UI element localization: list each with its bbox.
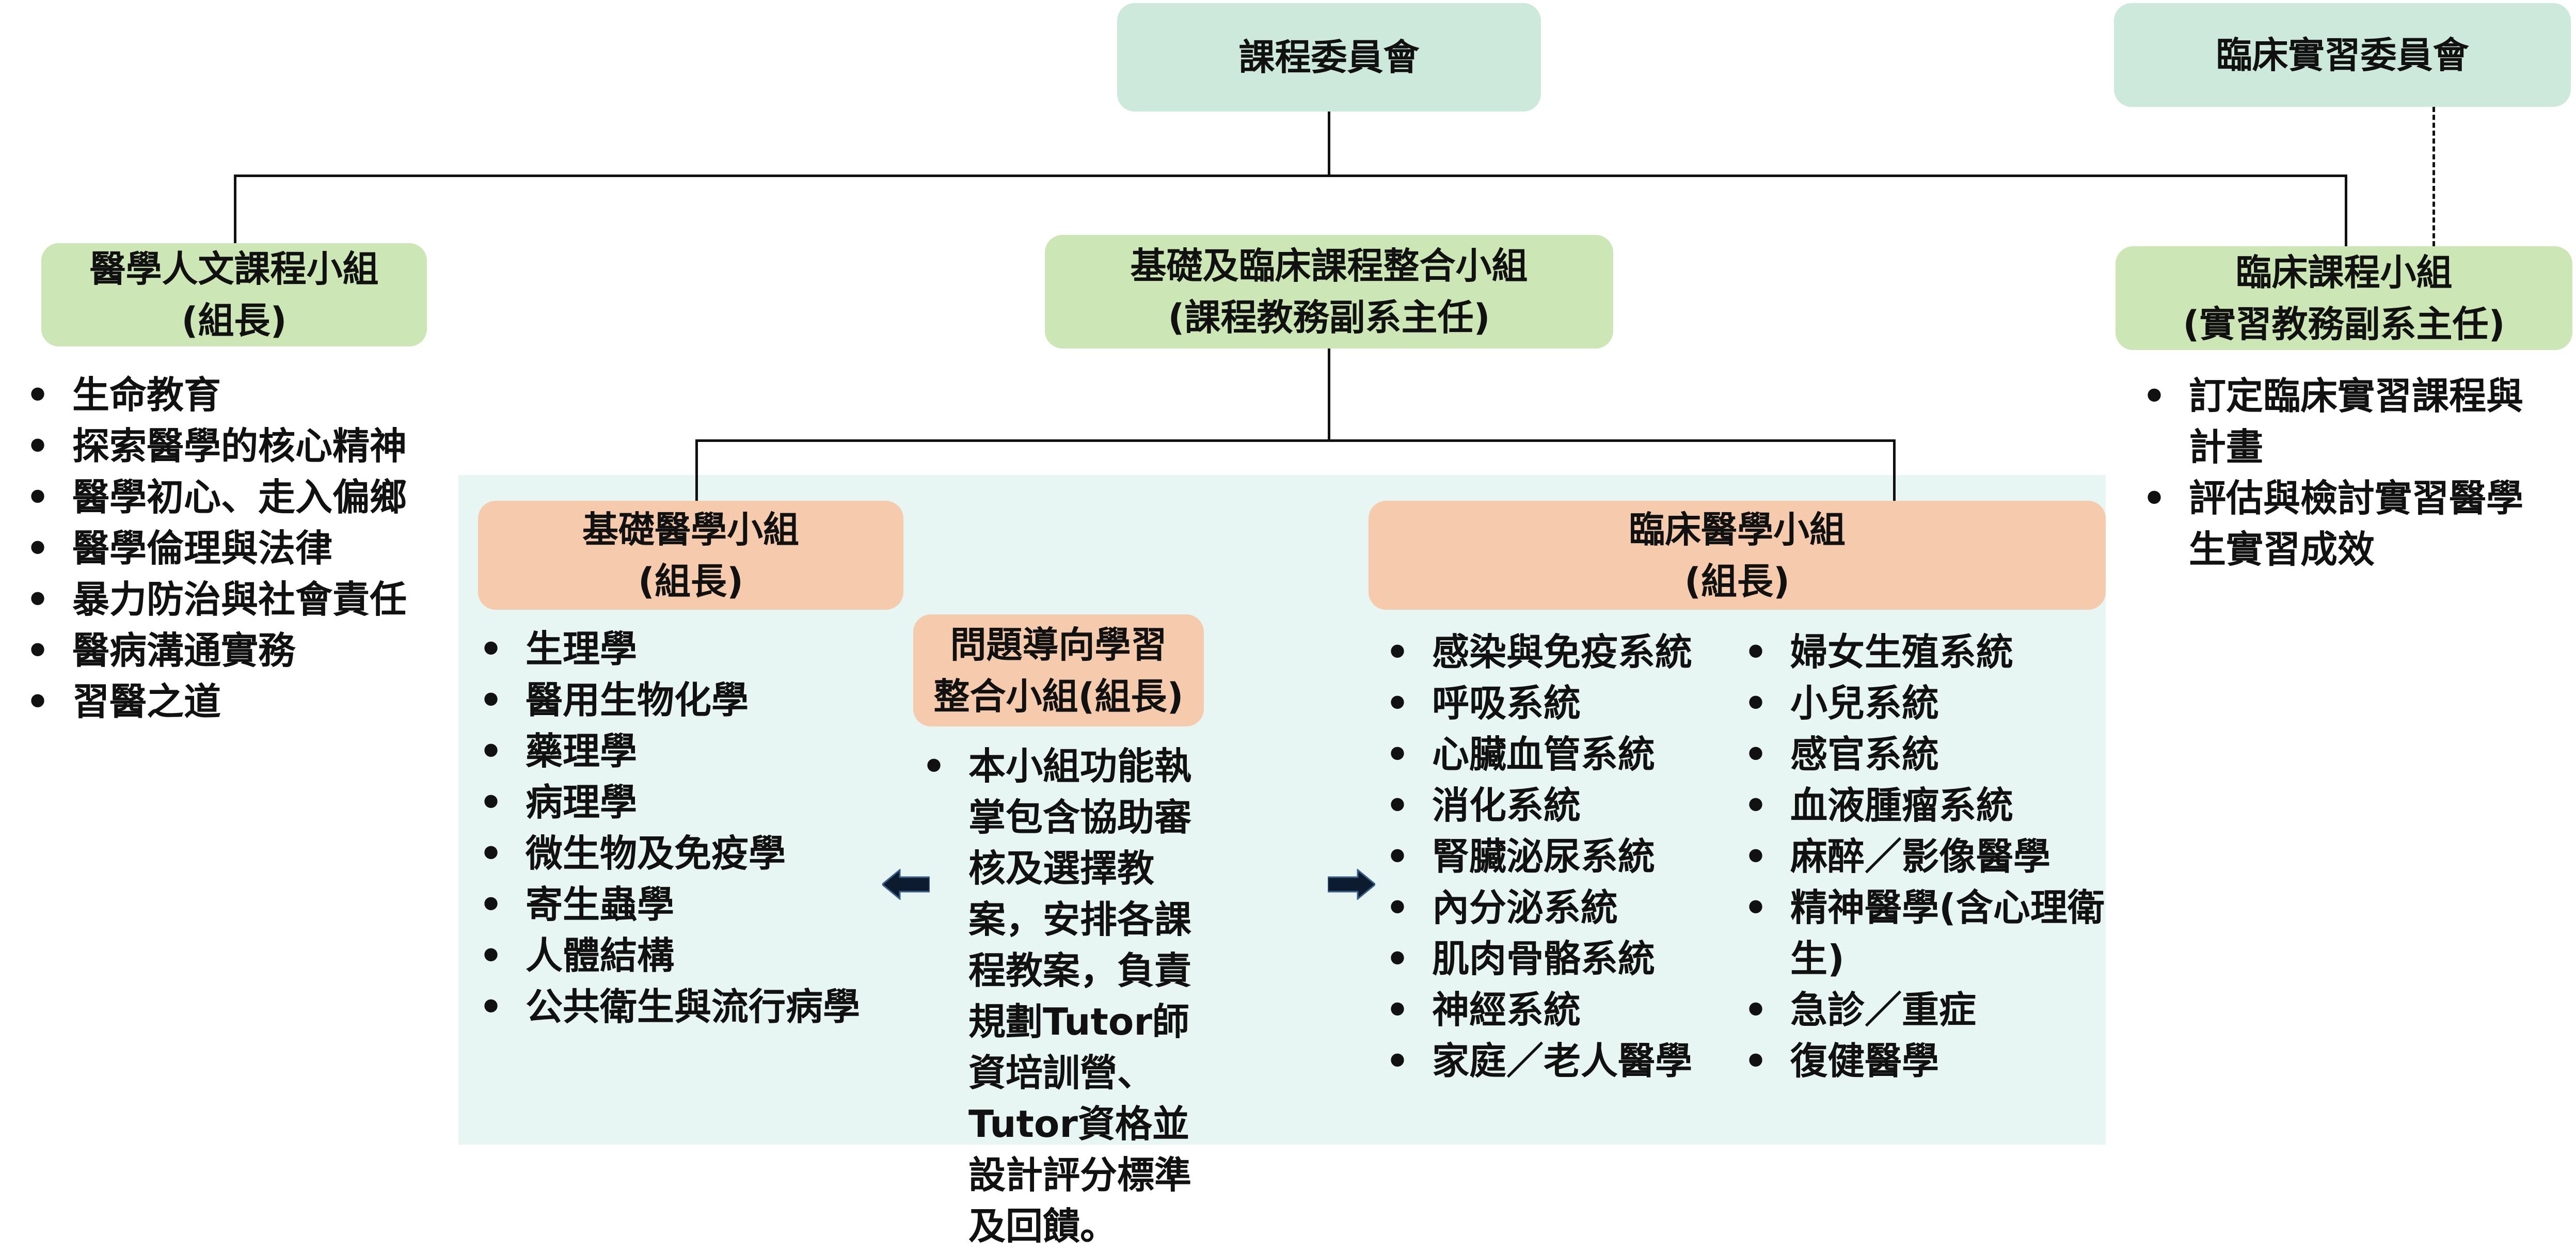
list-item: 生命教育 xyxy=(26,370,407,421)
list-item: 暴力防治與社會責任 xyxy=(26,574,407,625)
connector xyxy=(695,439,1896,442)
connector xyxy=(234,175,236,244)
list-item: 消化系統 xyxy=(1386,780,1692,831)
list-item: 本小組功能執掌包含協助審核及選擇教案，安排各課程教案，負責規劃Tutor師資培訓… xyxy=(922,741,1211,1252)
list-item: 公共衛生與流行病學 xyxy=(479,981,892,1033)
clinical-course-list: 訂定臨床實習課程與計畫評估與檢討實習醫學生實習成效 xyxy=(2142,371,2535,575)
list-item: 探索醫學的核心精神 xyxy=(26,421,407,472)
list-item: 醫學初心、走入偏鄉 xyxy=(26,472,407,523)
humanities-group-title: 醫學人文課程小組 xyxy=(89,248,379,290)
list-item: 人體結構 xyxy=(479,930,892,981)
clinical-medicine-list-col1: 感染與免疫系統呼吸系統心臟血管系統消化系統腎臟泌尿系統內分泌系統肌肉骨骼系統神經… xyxy=(1386,627,1692,1087)
clinical-course-group-title: 臨床課程小組 xyxy=(2235,251,2453,294)
list-item: 藥理學 xyxy=(479,726,892,777)
curriculum-committee-box: 課程委員會 xyxy=(1117,3,1541,112)
list-item: 感官系統 xyxy=(1744,729,2116,780)
list-item: 病理學 xyxy=(479,777,892,828)
list-item: 小兒系統 xyxy=(1744,678,2116,729)
list-item: 精神醫學(含心理衛生) xyxy=(1744,882,2116,985)
list-item: 心臟血管系統 xyxy=(1386,729,1692,780)
integration-group-subtitle: (課程教務副系主任) xyxy=(1168,296,1490,339)
clinical-practice-committee-box: 臨床實習委員會 xyxy=(2114,3,2571,107)
pbl-description-list: 本小組功能執掌包含協助審核及選擇教案，安排各課程教案，負責規劃Tutor師資培訓… xyxy=(922,741,1211,1252)
clinical-course-group-box: 臨床課程小組 (實習教務副系主任) xyxy=(2116,246,2572,350)
list-item: 血液腫瘤系統 xyxy=(1744,780,2116,831)
humanities-list: 生命教育探索醫學的核心精神醫學初心、走入偏鄉醫學倫理與法律暴力防治與社會責任醫病… xyxy=(26,370,407,727)
list-item: 內分泌系統 xyxy=(1386,882,1692,933)
arrow-right-icon xyxy=(1328,869,1375,900)
list-item: 呼吸系統 xyxy=(1386,678,1692,729)
list-item: 麻醉／影像醫學 xyxy=(1744,831,2116,882)
list-item: 習醫之道 xyxy=(26,676,407,727)
list-item: 神經系統 xyxy=(1386,985,1692,1036)
basic-medicine-list: 生理學醫用生物化學藥理學病理學微生物及免疫學寄生蟲學人體結構公共衛生與流行病學 xyxy=(479,624,892,1033)
list-item: 訂定臨床實習課程與計畫 xyxy=(2142,371,2535,473)
clinical-medicine-list-col2: 婦女生殖系統小兒系統感官系統血液腫瘤系統麻醉／影像醫學精神醫學(含心理衛生)急診… xyxy=(1744,627,2116,1087)
list-item: 微生物及免疫學 xyxy=(479,828,892,879)
pbl-group-box: 問題導向學習 整合小組(組長) xyxy=(913,614,1204,726)
list-item: 寄生蟲學 xyxy=(479,879,892,930)
list-item: 腎臟泌尿系統 xyxy=(1386,831,1692,882)
list-item: 醫病溝通實務 xyxy=(26,625,407,676)
connector xyxy=(1328,348,1330,441)
list-item: 肌肉骨骼系統 xyxy=(1386,933,1692,985)
pbl-group-title: 問題導向學習 xyxy=(950,623,1167,666)
list-item: 家庭／老人醫學 xyxy=(1386,1036,1692,1087)
humanities-group-subtitle: (組長) xyxy=(181,299,287,342)
list-item: 婦女生殖系統 xyxy=(1744,627,2116,678)
list-item: 生理學 xyxy=(479,624,892,675)
list-item: 醫用生物化學 xyxy=(479,675,892,726)
connector xyxy=(2345,175,2347,247)
clinical-medicine-group-box: 臨床醫學小組 (組長) xyxy=(1369,501,2106,610)
curriculum-committee-label: 課程委員會 xyxy=(1238,36,1420,78)
connector xyxy=(695,439,698,501)
list-item: 急診／重症 xyxy=(1744,985,2116,1036)
clinical-course-group-subtitle: (實習教務副系主任) xyxy=(2183,303,2505,345)
integration-group-box: 基礎及臨床課程整合小組 (課程教務副系主任) xyxy=(1045,235,1613,348)
pbl-group-subtitle: 整合小組(組長) xyxy=(933,675,1184,718)
humanities-group-box: 醫學人文課程小組 (組長) xyxy=(41,243,427,346)
basic-medicine-group-title: 基礎醫學小組 xyxy=(582,508,799,551)
clinical-medicine-group-title: 臨床醫學小組 xyxy=(1629,508,1846,551)
basic-medicine-group-subtitle: (組長) xyxy=(638,560,743,603)
list-item: 感染與免疫系統 xyxy=(1386,627,1692,678)
list-item: 復健醫學 xyxy=(1744,1036,2116,1087)
list-item: 醫學倫理與法律 xyxy=(26,523,407,574)
integration-group-title: 基礎及臨床課程整合小組 xyxy=(1130,245,1528,287)
basic-medicine-group-box: 基礎醫學小組 (組長) xyxy=(478,501,903,610)
dashed-connector xyxy=(2432,107,2435,246)
connector xyxy=(1328,112,1330,177)
list-item: 評估與檢討實習醫學生實習成效 xyxy=(2142,473,2535,575)
connector xyxy=(1893,439,1896,501)
clinical-medicine-group-subtitle: (組長) xyxy=(1684,560,1790,603)
arrow-left-icon xyxy=(882,869,930,900)
connector xyxy=(234,175,2347,177)
clinical-practice-committee-label: 臨床實習委員會 xyxy=(2216,34,2469,76)
